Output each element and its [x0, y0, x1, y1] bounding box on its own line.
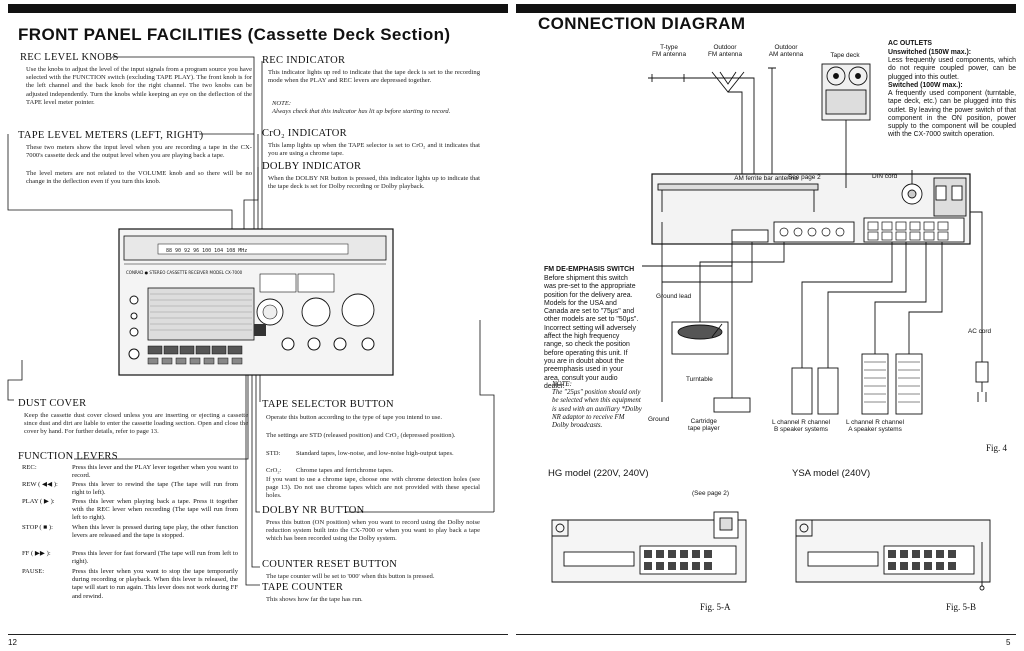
top-rule: [8, 4, 508, 13]
tape-counter-text: This shows how far the tape has run.: [266, 596, 363, 603]
fig5a-label: Fig. 5-A: [700, 602, 731, 612]
function-lever-key: PLAY ( ▶ ):: [22, 498, 55, 505]
function-lever-text: Press this lever when you want to stop t…: [72, 568, 238, 600]
std-text: Standard tapes, low-noise, and low-noise…: [296, 450, 454, 457]
fig5b-label: Fig. 5-B: [946, 602, 977, 612]
fm-deemphasis-heading: FM DE-EMPHASIS SWITCH: [544, 266, 635, 273]
am-ferrite-label: AM ferrite bar antenna: [734, 175, 798, 182]
page-title: FRONT PANEL FACILITIES (Cassette Deck Se…: [18, 25, 451, 44]
svg-text:88 90 92 96 100 104 108: 88 90 92 96 100 104 108 MHz: [166, 248, 247, 254]
ac-outlets-heading: AC OUTLETS: [888, 40, 933, 47]
function-lever-text: Press this lever to rewind the tape (The…: [72, 481, 238, 497]
bottom-rule: [8, 634, 508, 635]
page-title: CONNECTION DIAGRAM: [538, 14, 746, 33]
cro2-indicator-heading: CrO₂ INDICATOR: [262, 128, 347, 139]
top-rule: [516, 4, 1016, 13]
left-page: FRONT PANEL FACILITIES (Cassette Deck Se…: [0, 0, 508, 651]
tape-meters-text2: The level meters are not related to the …: [26, 170, 252, 186]
bottom-rule: [516, 634, 1016, 635]
see-page2-label: See page 2: [788, 174, 821, 181]
dolby-indicator-text: When the DOLBY NR button is pressed, thi…: [268, 175, 480, 191]
function-lever-key: STOP ( ■ ):: [22, 524, 53, 531]
ground-lead-label: Ground lead: [656, 293, 692, 300]
rec-indicator-note-label: NOTE:: [272, 100, 292, 107]
counter-reset-text: The tape counter will be set to '000' wh…: [266, 573, 435, 580]
fm-deemphasis-note: The "25μs" position should only be selec…: [552, 389, 642, 430]
switched-label: Switched (100W max.):: [888, 82, 963, 89]
dolby-button-text: Press this button (ON position) when you…: [266, 519, 480, 543]
ground-label: Ground: [648, 416, 670, 423]
tape-selector-text1: Operate this button according to the typ…: [266, 414, 442, 421]
function-lever-key: REW ( ◀◀ ):: [22, 481, 58, 488]
rec-level-text: Use the knobs to adjust the level of the…: [26, 66, 252, 106]
see-page2-paren: (See page 2): [692, 490, 729, 497]
function-lever-text: Press this lever for fast forward (The t…: [72, 550, 238, 566]
dust-cover-heading: DUST COVER: [18, 398, 87, 409]
fig4-label: Fig. 4: [986, 443, 1008, 453]
receiver-front-panel-illustration: 88 90 92 96 100 104 108 MHz CONRAD ● STE…: [118, 228, 394, 376]
turntable-label: Turntable: [686, 376, 713, 383]
dolby-button-heading: DOLBY NR BUTTON: [262, 505, 365, 516]
function-lever-key: FF ( ▶▶ ):: [22, 550, 51, 557]
hg-model-heading: HG model (220V, 240V): [548, 468, 649, 479]
cro2-indicator-text: This lamp lights up when the TAPE select…: [268, 142, 480, 158]
function-lever-text: When this lever is pressed during tape p…: [72, 524, 238, 540]
din-cord-label: DIN cord: [872, 173, 898, 180]
tape-selector-heading: TAPE SELECTOR BUTTON: [262, 399, 394, 410]
cro2-key: CrO₂:: [266, 467, 282, 474]
tape-deck-label: Tape deck: [830, 52, 860, 59]
function-levers-heading: FUNCTION LEVERS: [18, 451, 118, 462]
cro2-text: Chrome tapes and ferrichrome tapes.: [296, 467, 394, 474]
speakers-a-label: L channel R channel A speaker systems: [846, 419, 905, 434]
speakers-b-label: L channel R channel B speaker systems: [772, 419, 831, 434]
function-lever-text: Press this lever when playing back a tap…: [72, 498, 238, 522]
fm-deemphasis-text: Before shipment this switch was pre-set …: [544, 275, 639, 390]
unswitched-label: Unswitched (150W max.):: [888, 49, 972, 56]
std-key: STD:: [266, 450, 281, 457]
dolby-indicator-heading: DOLBY INDICATOR: [262, 161, 362, 172]
tape-meters-text1: These two meters show the input level wh…: [26, 144, 252, 160]
tape-meters-heading: TAPE LEVEL METERS (LEFT, RIGHT): [18, 130, 204, 141]
function-lever-text: Press this lever and the PLAY lever toge…: [72, 464, 238, 480]
cartridge-label: Cartridge tape player: [688, 418, 720, 433]
switched-text: A frequently used component (turntable, …: [888, 90, 1016, 139]
ac-cord-label: AC cord: [968, 328, 992, 335]
hg-rear-panel-illustration: [551, 511, 747, 583]
tape-selector-text2: The settings are STD (released position)…: [266, 432, 456, 439]
function-lever-key: REC:: [22, 464, 37, 471]
ysa-rear-panel-illustration: [795, 519, 991, 591]
panel-brand: CONRAD ● STEREO CASSETTE RECEIVER MODEL …: [126, 270, 243, 275]
function-lever-key: PAUSE:: [22, 568, 45, 575]
leader-lines: [7, 56, 495, 586]
connection-diagram: [642, 63, 989, 415]
rec-indicator-heading: REC INDICATOR: [262, 55, 346, 66]
ysa-model-heading: YSA model (240V): [792, 468, 871, 479]
rec-indicator-text: This indicator lights up red to indicate…: [268, 69, 480, 85]
rec-level-heading: REC LEVEL KNOBS: [20, 52, 119, 63]
fm-deemphasis-note-label: NOTE:: [552, 381, 572, 388]
tape-selector-text3: If you want to use a chrome tape, choose…: [266, 476, 480, 500]
counter-reset-heading: COUNTER RESET BUTTON: [262, 559, 398, 570]
unswitched-text: Less frequently used components, which d…: [888, 57, 1016, 81]
rec-indicator-note: Always check that this indicator has lit…: [272, 108, 451, 115]
dust-cover-text: Keep the cassette dust cover closed unle…: [24, 412, 248, 436]
tape-counter-heading: TAPE COUNTER: [262, 582, 344, 593]
page-number: 5: [1006, 638, 1011, 647]
page-number: 12: [8, 638, 17, 647]
